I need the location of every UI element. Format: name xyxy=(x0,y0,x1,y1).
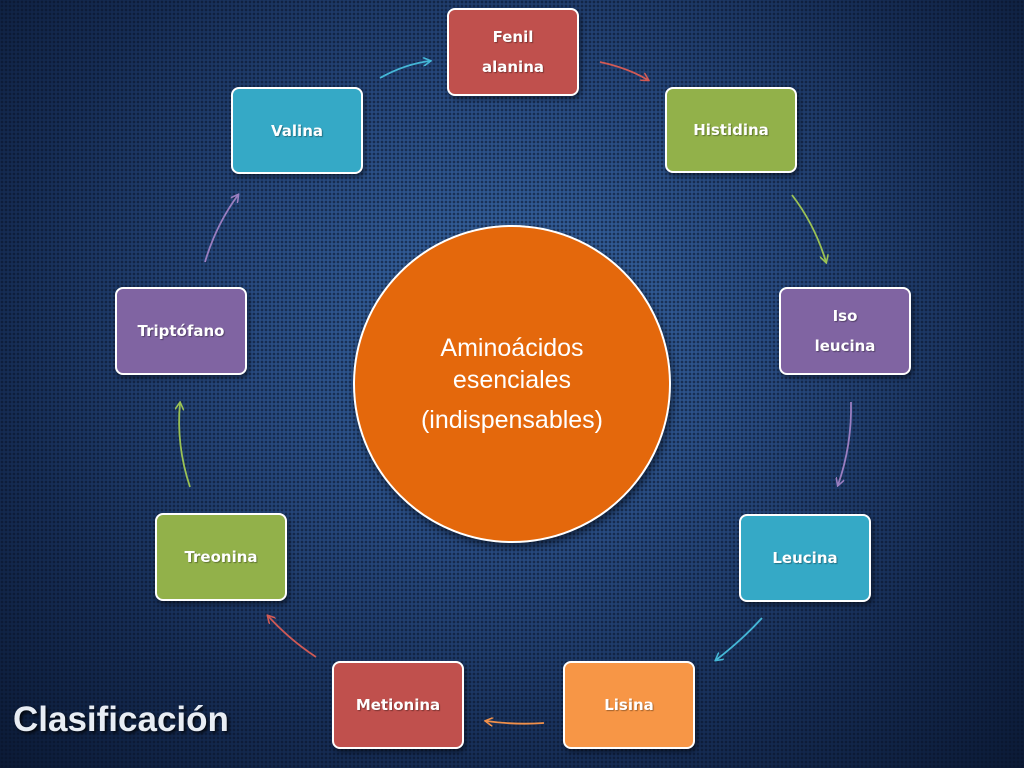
node-label: Histidina xyxy=(693,121,769,139)
arrow-fenilalanina-to-histidina xyxy=(599,61,648,80)
arrow-histidina-to-isoleucina xyxy=(791,194,826,262)
arrow-isoleucina-to-leucina xyxy=(838,401,852,485)
arrow-triptofano-to-valina xyxy=(204,195,238,263)
node-label: Lisina xyxy=(604,696,654,714)
arrow-lisina-to-metionina xyxy=(486,721,545,724)
node-label: Treonina xyxy=(184,548,258,566)
arrow-leucina-to-lisina xyxy=(716,617,763,660)
node-triptofano: Triptófano xyxy=(115,287,247,375)
arrow-metionina-to-treonina xyxy=(268,616,317,658)
node-isoleucina: Iso leucina xyxy=(779,287,911,375)
center-line-2: esenciales xyxy=(452,366,572,394)
arrow-valina-to-fenilalanina xyxy=(379,61,430,79)
node-fenilalanina: Fenil alanina xyxy=(447,8,579,96)
central-concept-circle: Aminoácidos esenciales (indispensables) xyxy=(353,225,671,543)
node-metionina: Metionina xyxy=(332,661,464,749)
node-leucina: Leucina xyxy=(739,514,871,602)
center-line-3: (indispensables) xyxy=(420,406,604,434)
node-histidina: Histidina xyxy=(665,87,797,173)
node-label-line1: Fenil xyxy=(492,28,534,46)
node-label-line2: alanina xyxy=(481,58,544,76)
slide-title: Clasificación xyxy=(13,700,229,739)
center-line-1: Aminoácidos xyxy=(440,334,584,362)
node-treonina: Treonina xyxy=(155,513,287,601)
node-label: Metionina xyxy=(355,696,441,714)
node-lisina: Lisina xyxy=(563,661,695,749)
arrow-treonina-to-triptofano xyxy=(179,403,191,488)
node-label: Valina xyxy=(271,121,323,140)
node-label-line1: Iso xyxy=(832,307,858,325)
node-valina: Valina xyxy=(231,87,363,174)
node-label-line2: leucina xyxy=(814,337,876,355)
node-label: Triptófano xyxy=(137,322,225,340)
node-label: Leucina xyxy=(772,549,838,567)
